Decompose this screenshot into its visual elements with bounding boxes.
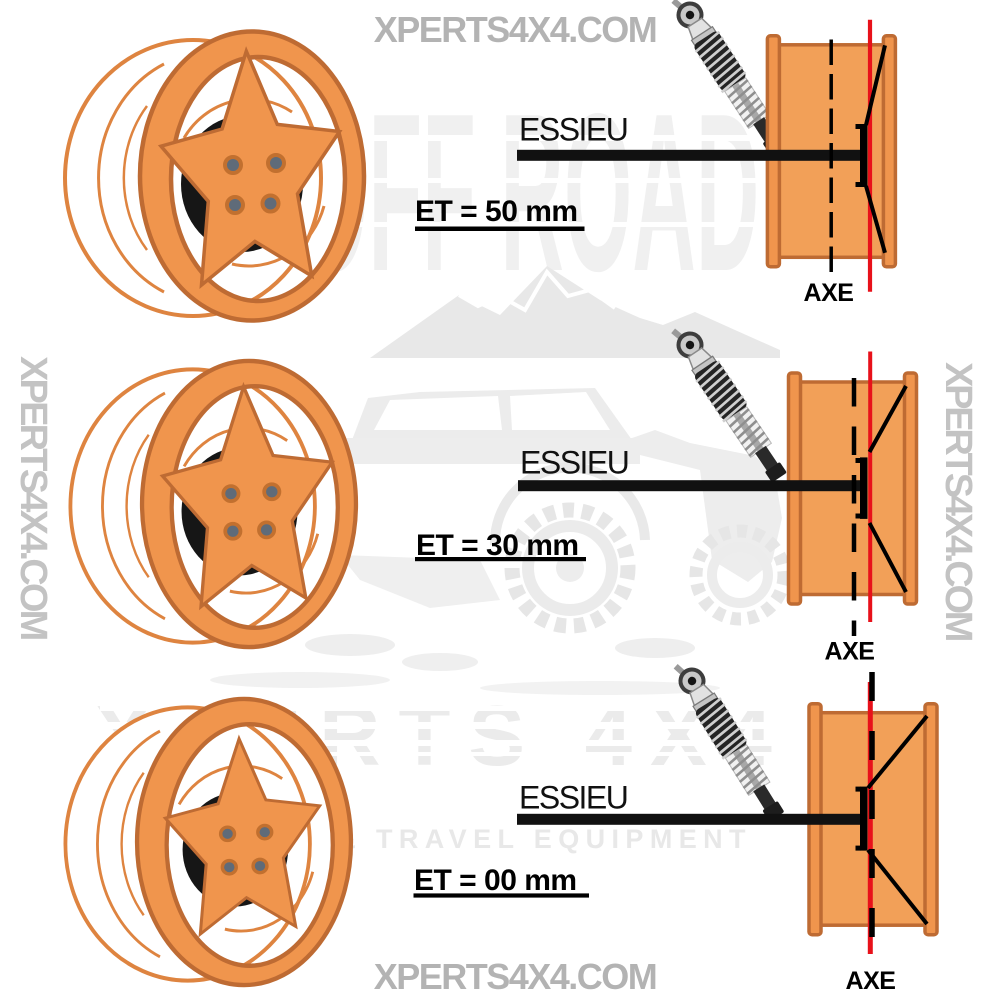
svg-text:AXE: AXE [804,279,854,307]
svg-text:ESSIEU: ESSIEU [520,445,628,481]
svg-text:AXE: AXE [846,967,896,995]
svg-text:AXE: AXE [825,638,875,666]
svg-text:OFF ROAD: OFF ROAD [300,67,759,319]
svg-text:ET = 00 mm: ET = 00 mm [414,864,577,897]
svg-text:ESSIEU: ESSIEU [519,780,627,816]
svg-text:XPERTS4X4.COM: XPERTS4X4.COM [374,9,657,50]
svg-text:ET = 50 mm: ET = 50 mm [415,195,578,228]
svg-text:XPERTS4X4.COM: XPERTS4X4.COM [12,356,54,640]
svg-text:XPERTS4X4.COM: XPERTS4X4.COM [937,362,979,641]
svg-text:ESSIEU: ESSIEU [519,112,627,148]
svg-text:ET = 30 mm: ET = 30 mm [416,529,579,562]
svg-text:XPERTS4X4.COM: XPERTS4X4.COM [374,956,657,997]
